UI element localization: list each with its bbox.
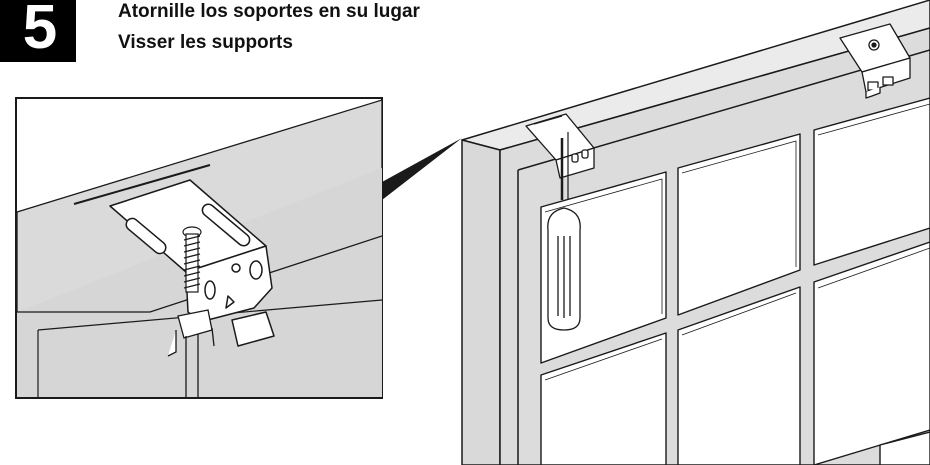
- screwdriver-icon: [547, 132, 581, 331]
- bracket-left: [525, 113, 595, 179]
- detail-inset: [15, 97, 383, 399]
- step-number-badge: 5: [0, 0, 76, 62]
- instruction-french: Visser les supports: [118, 32, 293, 53]
- screwdriver-shaft: [167, 309, 215, 397]
- window-frame-view: [461, 0, 930, 465]
- bracket-right: [839, 23, 911, 99]
- callout-pointer: [382, 138, 462, 200]
- instruction-spanish: Atornille los soportes en su lugar: [118, 1, 420, 22]
- screw-icon: [182, 226, 202, 293]
